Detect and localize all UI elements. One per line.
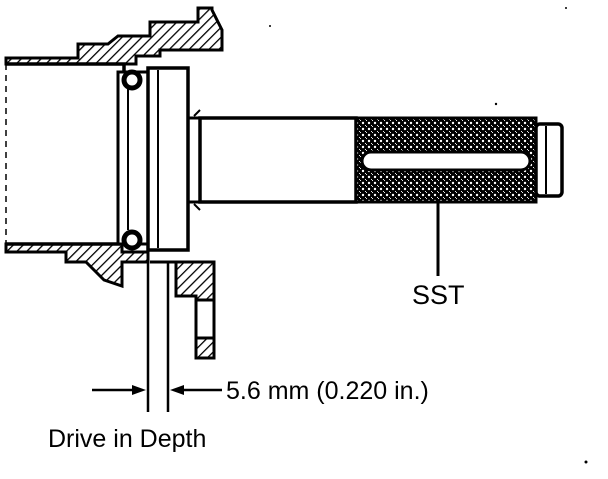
housing-upper-section (4, 6, 224, 66)
sst-handle (198, 116, 564, 204)
depth-extension-lines (146, 252, 170, 412)
housing-bore-body (5, 62, 126, 246)
sst-driver-flange (146, 66, 201, 252)
sst-label: SST (412, 280, 465, 310)
housing-lower-section (4, 242, 216, 360)
oil-seal (116, 69, 152, 251)
scan-specks (269, 7, 588, 464)
drive-in-depth-caption: Drive in Depth (48, 425, 207, 453)
depth-dimension-label: 5.6 mm (0.220 in.) (226, 377, 429, 405)
dimension-arrows (92, 385, 222, 395)
